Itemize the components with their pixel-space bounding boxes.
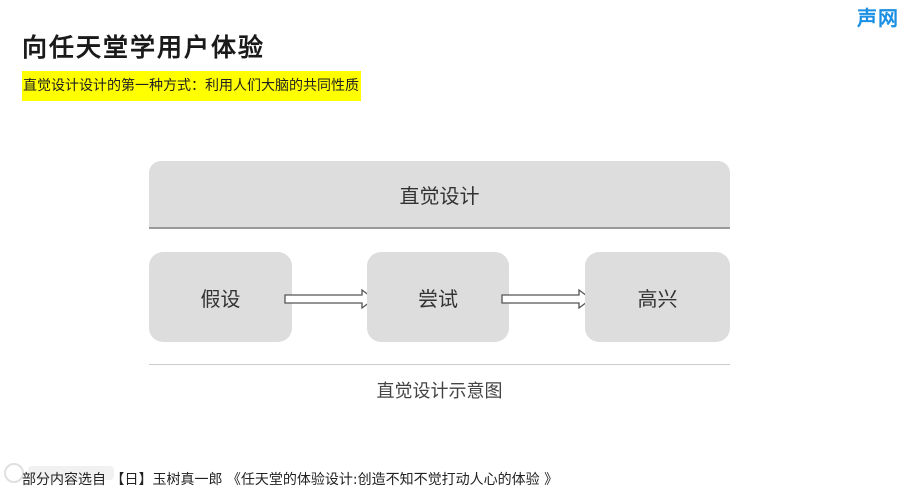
diagram-header-label: 直觉设计 xyxy=(399,183,480,208)
step-label: 高兴 xyxy=(637,286,678,311)
step-box-attempt: 尝试 xyxy=(367,252,509,342)
page-title: 向任天堂学用户体验 xyxy=(22,33,266,62)
video-watermark-logo xyxy=(4,463,114,483)
step-label: 尝试 xyxy=(418,286,458,311)
brand-logo: 声网 xyxy=(857,6,899,30)
step-box-happy: 高兴 xyxy=(585,252,730,342)
diagram-header-box: 直觉设计 xyxy=(149,161,730,229)
caption-divider xyxy=(149,364,730,365)
source-footnote: 部分内容选自 【日】玉树真一郎 《任天堂的体验设计:创造不知不觉打动人心的体验 … xyxy=(22,472,559,488)
diagram-caption: 直觉设计示意图 xyxy=(376,381,503,402)
step-label: 假设 xyxy=(200,286,241,311)
arrow-right-icon xyxy=(284,288,376,310)
arrow-right-icon xyxy=(501,288,593,310)
highlighted-subtitle: 直觉设计设计的第一种方式：利用人们大脑的共同性质 xyxy=(22,71,361,101)
step-box-hypothesis: 假设 xyxy=(149,252,292,342)
